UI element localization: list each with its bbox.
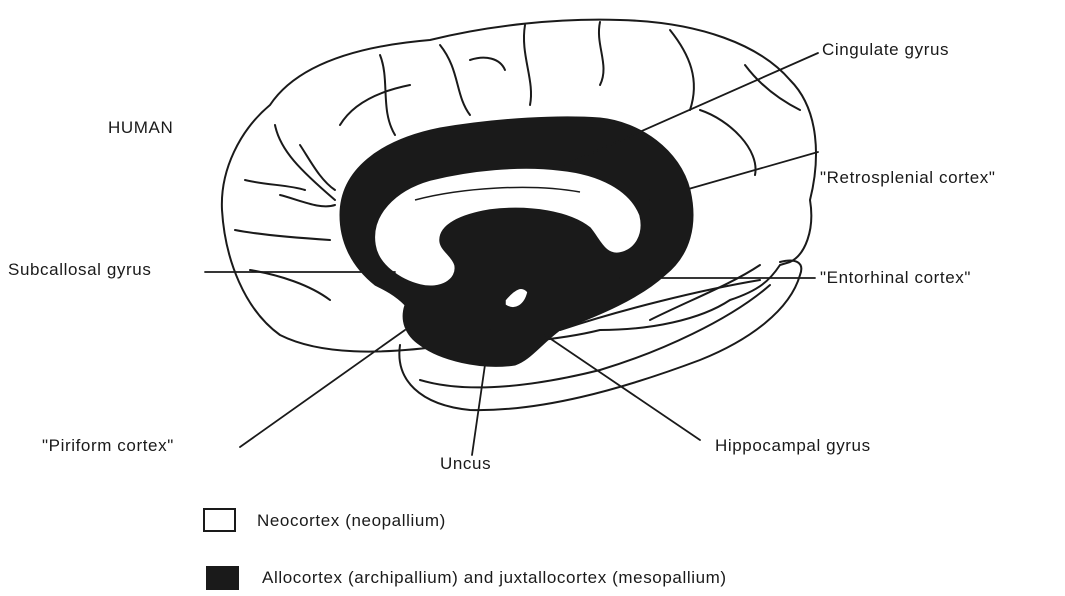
- sulcus-12: [235, 230, 330, 240]
- legend-text-neocortex: Neocortex (neopallium): [257, 511, 446, 531]
- label-piriform-cortex: "Piriform cortex": [42, 436, 174, 456]
- sulcus-8: [670, 30, 694, 110]
- legend-swatch-neocortex: [203, 508, 236, 532]
- sulcus-13: [250, 270, 330, 300]
- sulcus-11: [280, 195, 335, 206]
- legend-text-allocortex: Allocortex (archipallium) and juxtalloco…: [262, 568, 727, 588]
- label-uncus: Uncus: [440, 454, 491, 474]
- sulcus-4: [440, 45, 470, 115]
- sulcus-7: [599, 22, 604, 85]
- sulcus-6: [524, 25, 531, 105]
- label-cingulate-gyrus: Cingulate gyrus: [822, 40, 949, 60]
- sulcus-15: [245, 180, 305, 190]
- species-label: HUMAN: [108, 118, 173, 138]
- label-subcallosal-gyrus: Subcallosal gyrus: [8, 260, 151, 280]
- sulcus-5: [470, 58, 505, 70]
- sulcus-1: [275, 125, 335, 200]
- leader-hippocampal: [545, 335, 700, 440]
- sulcus-3: [380, 55, 395, 135]
- legend-swatch-allocortex: [206, 566, 239, 590]
- label-entorhinal-cortex: "Entorhinal cortex": [820, 268, 971, 288]
- label-hippocampal-gyrus: Hippocampal gyrus: [715, 436, 871, 456]
- label-retrosplenial-cortex: "Retrosplenial cortex": [820, 168, 996, 188]
- sulcus-10: [745, 65, 800, 110]
- sulcus-9: [700, 110, 756, 175]
- sulcus-2: [340, 85, 410, 125]
